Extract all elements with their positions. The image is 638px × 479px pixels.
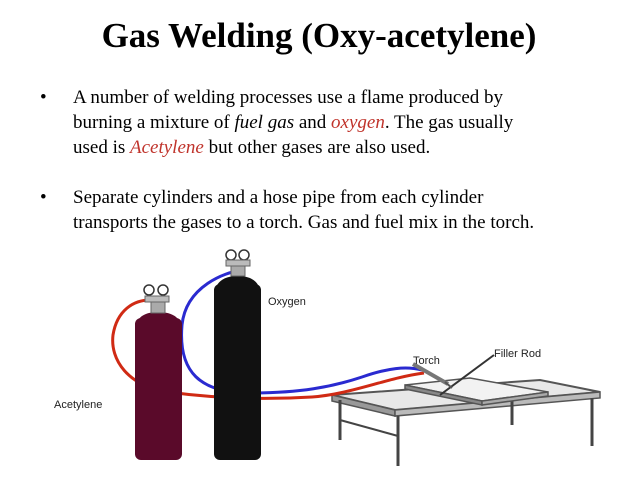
filler-rod-label: Filler Rod [494,348,541,360]
bullet-marker-1: • [40,87,47,108]
oxygen-cylinder [214,249,261,460]
bullet-1-line-3: used is Acetylene but other gases are al… [73,135,596,160]
bullet-1-line-2: burning a mixture of fuel gas and oxygen… [73,110,596,135]
fuel-gas-term: fuel gas [234,112,295,133]
bullet-1-line-2a: burning a mixture of [73,112,235,133]
slide-title: Gas Welding (Oxy-acetylene) [101,16,537,55]
acetylene-label: Acetylene [54,399,102,411]
acetylene-hose [111,298,425,400]
bullet-1-line-1: A number of welding processes use a flam… [73,87,504,108]
bullet-1-line-2b: and [294,112,332,133]
acetylene-cylinder [135,284,182,460]
work-plates [404,377,549,406]
bullet-marker-2: • [40,187,47,208]
bullet-1-line-3a: used is [73,137,130,158]
bullet-2-text: Separate cylinders and a hose pipe from … [73,185,596,235]
bullet-1-text: A number of welding processes use a flam… [73,85,596,160]
oxygen-label: Oxygen [268,296,306,308]
torch-label: Torch [413,355,440,367]
bullet-1-line-3b: but other gases are also used. [203,137,431,158]
filler-rod [439,354,495,396]
bullet-2-line-2: transports the gases to a torch. Gas and… [73,212,535,233]
acetylene-term: Acetylene [130,137,204,158]
oxygen-term: oxygen [331,112,385,133]
bullet-1-line-2c: . The gas usually [384,112,514,133]
oxy-acetylene-diagram: Oxygen Acetylene Torch Filler Rod [54,249,601,466]
bullet-2-line-1: Separate cylinders and a hose pipe from … [73,187,484,208]
torch [412,362,453,389]
